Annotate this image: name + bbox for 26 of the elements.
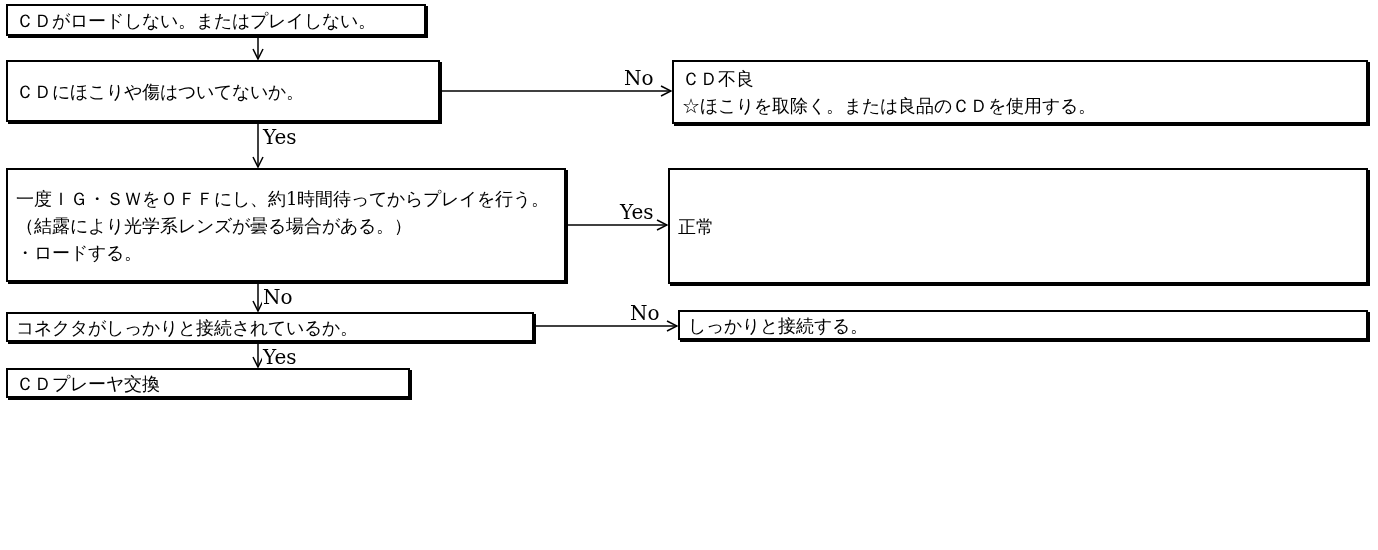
edge-label: No xyxy=(262,286,294,308)
arrow xyxy=(252,37,264,60)
process-box xyxy=(6,4,426,36)
process-box xyxy=(678,310,1368,340)
arrow xyxy=(252,283,264,312)
process-box xyxy=(672,60,1368,124)
box-text: ＣＤ不良 xyxy=(682,67,755,91)
arrow xyxy=(535,320,678,332)
box-text: しっかりと接続する。 xyxy=(688,313,869,338)
process-box xyxy=(6,368,410,398)
box-text: ☆ほこりを取除く。または良品のＣＤを使用する。 xyxy=(682,94,1097,118)
arrow xyxy=(567,219,668,231)
box-text: コネクタがしっかりと接続されているか。 xyxy=(16,315,359,340)
box-text: ＣＤにほこりや傷はついてないか。 xyxy=(16,79,305,104)
arrow xyxy=(441,85,672,97)
process-box xyxy=(6,312,534,342)
box-text: ＣＤプレーヤ交換 xyxy=(16,371,161,396)
process-box xyxy=(6,60,440,122)
process-box xyxy=(668,168,1368,284)
box-text: ・ロードする。 xyxy=(16,240,143,265)
box-text: ＣＤがロードしない。またはプレイしない。 xyxy=(16,8,377,33)
process-box xyxy=(6,168,566,282)
box-text: 正常 xyxy=(678,214,715,239)
arrow xyxy=(252,343,264,368)
arrow xyxy=(252,123,264,168)
box-text: 一度ＩＧ・ＳＷをＯＦＦにし、約1時間待ってからプレイを行う。（結露により光学系レンズが曇る場合がある。） xyxy=(16,186,551,238)
